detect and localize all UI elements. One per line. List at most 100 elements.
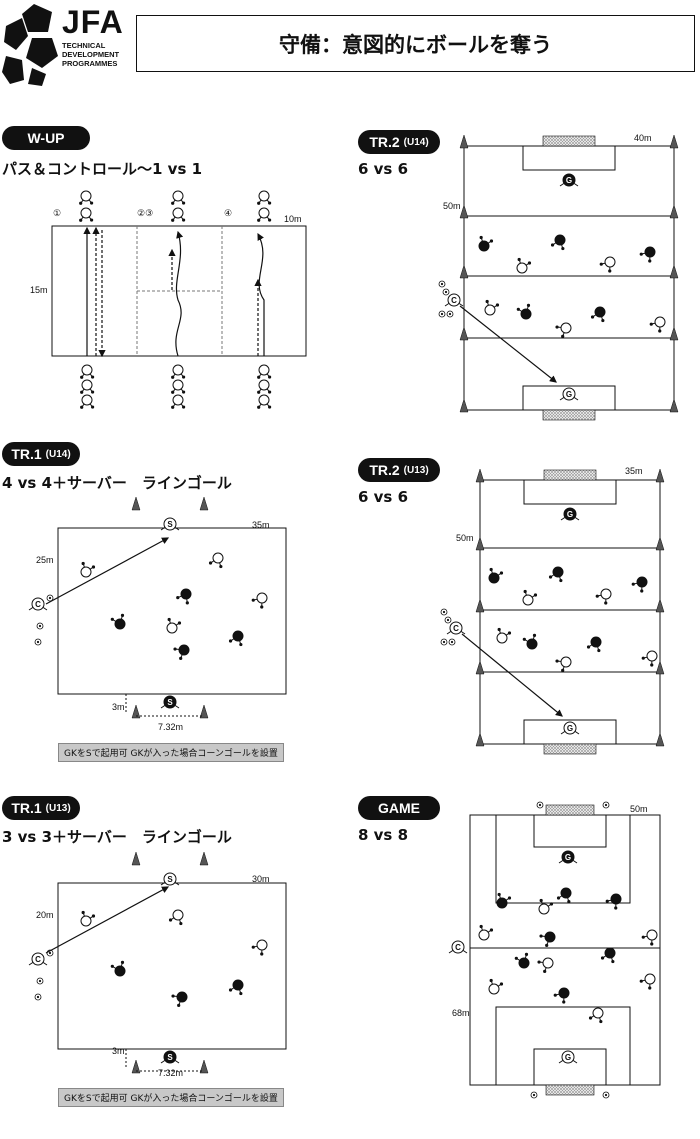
marker-letter: G bbox=[565, 853, 571, 862]
player-body bbox=[654, 316, 666, 328]
player-body bbox=[172, 364, 184, 376]
marker-letter: G bbox=[565, 1053, 571, 1062]
player-hand-left bbox=[639, 979, 643, 983]
section-subtitle-game: 8 vs 8 bbox=[358, 826, 409, 844]
player-hand-right bbox=[561, 334, 565, 338]
player-hand-left bbox=[527, 261, 532, 265]
player-hand-left bbox=[586, 645, 591, 649]
player-hand-right bbox=[599, 1019, 603, 1024]
section-subtitle-tr2-u14: 6 vs 6 bbox=[358, 160, 409, 178]
pill-label: TR.2 bbox=[369, 134, 400, 150]
player-hand-left bbox=[533, 593, 538, 597]
tr1-u13-width-label: 30m bbox=[252, 874, 270, 884]
player-hand-right bbox=[181, 375, 186, 379]
attacker-marker bbox=[257, 379, 272, 394]
goal-bottom bbox=[543, 743, 597, 755]
section-subtitle-wup: パス＆コントロール〜1 vs 1 bbox=[2, 160, 203, 178]
attacker-marker bbox=[79, 207, 94, 222]
penalty-area-top bbox=[522, 145, 616, 171]
game-goal-area-top bbox=[533, 814, 607, 848]
ball-patch bbox=[36, 995, 40, 999]
player-hand-left bbox=[257, 405, 261, 409]
attacker-marker bbox=[251, 592, 268, 609]
cone-icon bbox=[459, 264, 469, 279]
tr1-u14-length-label: 25m bbox=[36, 555, 54, 565]
cone-icon bbox=[199, 1059, 209, 1074]
attacker-marker bbox=[257, 364, 272, 379]
player-body bbox=[80, 915, 92, 927]
player-body bbox=[180, 588, 192, 600]
player-body bbox=[178, 644, 190, 656]
defender-marker bbox=[522, 633, 538, 650]
player-hand-right bbox=[608, 269, 612, 273]
player-body bbox=[636, 576, 648, 588]
player-hand-left bbox=[588, 1016, 593, 1020]
attacker-marker bbox=[257, 190, 272, 205]
player-body bbox=[522, 594, 534, 606]
wup-length-label: 15m bbox=[30, 285, 48, 295]
player-body bbox=[258, 190, 270, 202]
coach-marker: C bbox=[446, 621, 466, 635]
player-body bbox=[258, 207, 270, 219]
player-body bbox=[80, 566, 92, 578]
marker-letter: C bbox=[455, 943, 461, 952]
ball-icon bbox=[34, 638, 42, 646]
ball-patch bbox=[446, 618, 450, 622]
attacker-marker bbox=[171, 207, 186, 222]
tr1-u13-gap-label: 3m bbox=[112, 1046, 125, 1056]
player-hand-left bbox=[555, 659, 559, 663]
ball-patch bbox=[532, 1093, 536, 1097]
player-body bbox=[478, 240, 490, 252]
player-body bbox=[592, 1007, 604, 1019]
ball-icon bbox=[530, 1091, 538, 1099]
player-hand-right bbox=[640, 589, 644, 593]
defender-marker bbox=[590, 306, 606, 323]
player-hand-right bbox=[489, 567, 493, 572]
player-body bbox=[646, 650, 658, 662]
marker-body bbox=[561, 1050, 575, 1064]
player-hand-left bbox=[171, 218, 175, 222]
player-hand-right bbox=[260, 605, 264, 609]
ball-icon bbox=[442, 288, 450, 296]
tr2-u14-width-label: 40m bbox=[634, 133, 652, 143]
tr1-u14-diagram: SSC bbox=[28, 496, 287, 719]
cone-icon bbox=[199, 704, 209, 719]
server-marker: S bbox=[160, 695, 180, 709]
player-body bbox=[488, 572, 500, 584]
defender-marker bbox=[639, 246, 656, 263]
attacker-marker bbox=[641, 929, 658, 946]
ball-patch bbox=[48, 596, 52, 600]
player-body bbox=[594, 306, 606, 318]
player-hand-left bbox=[549, 902, 554, 906]
player-hand-right bbox=[561, 668, 565, 672]
ball-patch bbox=[38, 979, 42, 983]
player-hand-left bbox=[526, 303, 531, 307]
player-body bbox=[488, 983, 500, 995]
ball-patch bbox=[48, 951, 52, 955]
goalkeeper-marker: G bbox=[558, 850, 578, 864]
logo-sub-2: DEVELOPMENT bbox=[62, 50, 120, 59]
player-body bbox=[81, 364, 93, 376]
marker-letter: S bbox=[167, 1053, 173, 1062]
player-body bbox=[542, 957, 554, 969]
attacker-marker bbox=[537, 957, 554, 973]
player-hand-left bbox=[555, 325, 559, 329]
player-body bbox=[544, 931, 556, 943]
section-subtitle-tr1-u13: 3 vs 3＋サーバー ラインゴール bbox=[2, 828, 232, 846]
tr2-u13-width-label: 35m bbox=[625, 466, 643, 476]
player-hand-right bbox=[177, 1003, 181, 1007]
player-body bbox=[610, 893, 622, 905]
ball-patch bbox=[36, 640, 40, 644]
player-body bbox=[560, 887, 572, 899]
cone-icon bbox=[655, 732, 665, 747]
player-body bbox=[81, 394, 93, 406]
cone-icon bbox=[459, 204, 469, 219]
attacker-marker bbox=[80, 910, 96, 927]
marker-letter: G bbox=[567, 724, 573, 733]
cone-icon bbox=[655, 468, 665, 483]
section-pill-tr1-u14: TR.1(U14) bbox=[2, 442, 80, 466]
marker-letter: S bbox=[167, 520, 173, 529]
defender-marker bbox=[228, 979, 244, 996]
pitch-outline bbox=[57, 527, 287, 695]
player-body bbox=[558, 987, 570, 999]
